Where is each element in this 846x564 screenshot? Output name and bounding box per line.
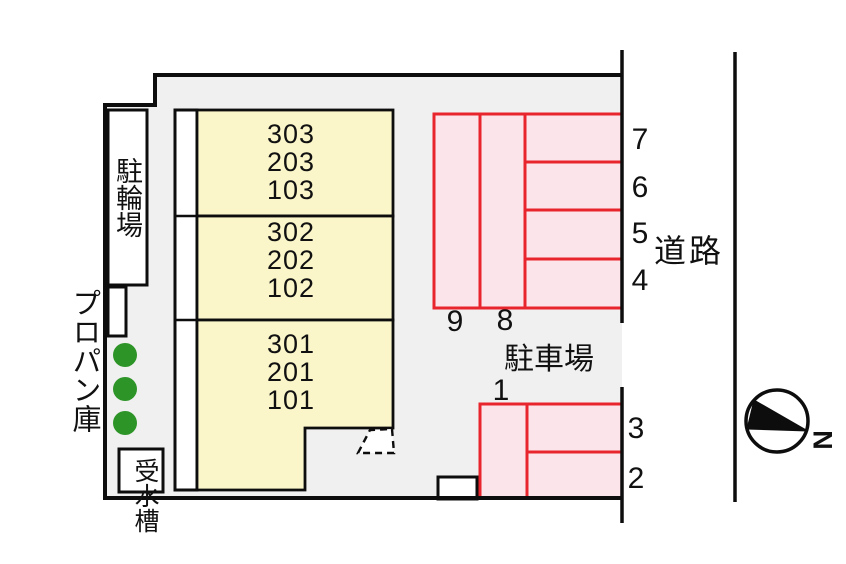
unit-row: 203	[266, 147, 316, 177]
building-block-middle	[195, 214, 395, 322]
parking-space-5-label: 5	[631, 217, 649, 250]
propane-storage-label: プロパン庫	[68, 287, 100, 433]
compass	[744, 388, 810, 454]
parking-cluster-south	[478, 402, 624, 500]
unit-row: 102	[266, 273, 316, 303]
utility-box	[436, 475, 479, 501]
building-units-south: 301 201 101	[195, 330, 387, 414]
corridor-divider-lines	[175, 214, 197, 322]
parking-space-1-label: 1	[492, 374, 510, 407]
parking-space-3-label: 3	[627, 412, 645, 445]
parking-cluster-south-dividers	[525, 404, 622, 498]
unit-row: 101	[266, 385, 316, 415]
bicycle-parking-box	[106, 108, 149, 287]
parking-space-8-label: 8	[496, 304, 514, 337]
building-units-middle: 302 202 102	[195, 218, 387, 302]
road-label: 道路	[653, 233, 725, 269]
tree-icon	[113, 377, 137, 401]
unit-row: 303	[266, 119, 316, 149]
water-tank-label: 受水槽	[131, 457, 159, 533]
building	[173, 108, 395, 492]
building-units-north: 303 203 103	[195, 120, 387, 204]
parking-space-4-label: 4	[631, 264, 649, 297]
unit-row: 301	[266, 329, 316, 359]
tree-icon	[113, 343, 137, 367]
unit-row: 103	[266, 175, 316, 205]
parking-space-2-label: 2	[627, 462, 645, 495]
site-boundary-line	[103, 73, 622, 500]
facility-boxes	[106, 108, 479, 501]
bicycle-parking-label: 駐輪場	[112, 157, 142, 238]
building-block-north	[195, 108, 395, 218]
parking-cluster-north-dividers	[478, 114, 622, 308]
unit-row: 202	[266, 245, 316, 275]
unit-row: 302	[266, 217, 316, 247]
unit-row: 201	[266, 357, 316, 387]
water-tank-box	[117, 447, 165, 494]
parking-space-7-label: 7	[631, 123, 649, 156]
north-arrow-icon	[746, 399, 809, 432]
propane-storage-box	[106, 285, 128, 338]
parking-cluster-north	[432, 112, 624, 310]
parking-area-label: 駐車場	[504, 343, 594, 376]
tree-icon	[113, 411, 137, 435]
dashed-area	[356, 427, 396, 455]
building-block-south	[195, 318, 395, 492]
parking-space-6-label: 6	[631, 171, 649, 204]
north-label: N	[807, 430, 838, 450]
parking-space-9-label: 9	[446, 305, 464, 338]
building-corridor-strip	[173, 108, 199, 492]
